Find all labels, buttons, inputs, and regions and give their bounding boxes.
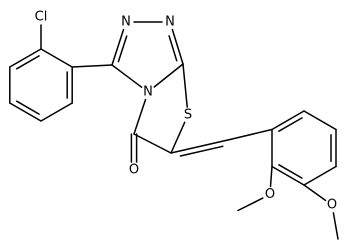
bond-a4-a5 (40, 102, 73, 122)
bond-b1-b2 (271, 110, 305, 131)
bond-c6-ch (170, 138, 231, 154)
bond-t4-s (182, 63, 188, 108)
bond-a6-t1 (71, 64, 113, 68)
bond-s-c6 (170, 121, 186, 154)
bond-n2-t4 (171, 28, 184, 65)
bond-layer (9, 21, 339, 240)
bond-b5-b6 (271, 165, 305, 186)
atom-label-n2: N (165, 15, 175, 30)
atom-label-o2: O (265, 187, 275, 202)
bond-b6-o2 (269, 165, 273, 188)
bond-n2-t4-2 (168, 35, 178, 62)
bond-a6-a1 (40, 48, 73, 68)
atom-label-n1: N (121, 15, 131, 30)
atom-label-o1: O (129, 163, 139, 178)
bond-a3-a4-2 (15, 100, 40, 115)
atom-label-o3: O (327, 198, 337, 213)
bond-t4-n4 (153, 63, 184, 88)
bond-a1-a2-2 (15, 55, 40, 70)
bond-b5-o3 (303, 184, 327, 202)
atom-label-cl: Cl (35, 10, 48, 25)
bond-t1-n1-2 (117, 35, 128, 63)
atom-label-s: S (184, 108, 192, 123)
bond-c6-c5 (133, 133, 172, 154)
bond-n4-t1 (111, 64, 143, 88)
bond-a1-a2 (9, 48, 42, 68)
bond-b4-b5 (303, 165, 337, 186)
bond-b1-b2-2 (278, 117, 303, 132)
bond-t1-n1 (111, 28, 125, 66)
bond-c5-n4 (133, 98, 147, 135)
bond-c6-ch-2 (179, 145, 224, 157)
bond-b5-b6-2 (278, 164, 303, 179)
bond-o3-me3 (332, 212, 339, 240)
bond-b2-b3 (303, 110, 337, 131)
bond-ch-b1 (229, 128, 273, 141)
bond-a3-a4 (9, 102, 42, 122)
atom-label-n4: N (143, 85, 153, 100)
bond-o2-me2 (237, 197, 264, 212)
